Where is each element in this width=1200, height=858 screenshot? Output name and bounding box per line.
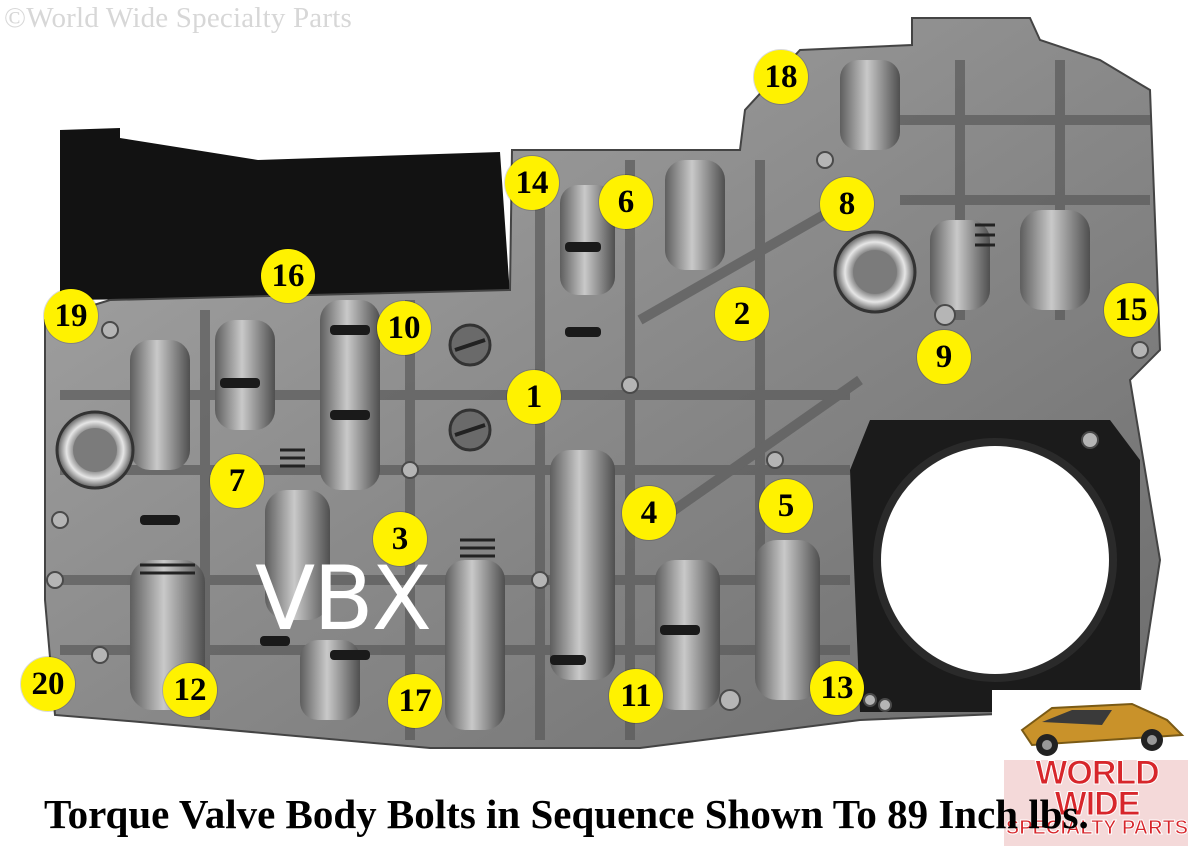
bolt-marker-14: 14	[505, 156, 559, 210]
bolt-marker-19: 19	[44, 289, 98, 343]
bolt-marker-20: 20	[21, 657, 75, 711]
retainer-slots	[140, 242, 700, 665]
bolt-marker-1: 1	[507, 370, 561, 424]
bolt-marker-9: 9	[917, 330, 971, 384]
bolt-marker-15: 15	[1104, 283, 1158, 337]
bolt-marker-13: 13	[810, 661, 864, 715]
copyright-watermark: ©World Wide Specialty Parts	[4, 2, 352, 34]
world-wide-logo	[992, 690, 1200, 853]
bolt-marker-17: 17	[388, 674, 442, 728]
bolt-marker-4: 4	[622, 486, 676, 540]
bolt-marker-2: 2	[715, 287, 769, 341]
bolt-marker-11: 11	[609, 669, 663, 723]
bolt-heads	[46, 151, 1149, 712]
bolt-marker-5: 5	[759, 479, 813, 533]
springs	[140, 223, 995, 575]
logo-text: WORLD WIDE SPECIALTY PARTS	[1004, 754, 1190, 840]
part-label: VBX	[255, 547, 432, 650]
logo-line-2: SPECIALTY PARTS	[1005, 817, 1189, 840]
bolt-marker-8: 8	[820, 177, 874, 231]
instruction-caption: Torque Valve Body Bolts in Sequence Show…	[44, 791, 1089, 837]
bolt-marker-12: 12	[163, 663, 217, 717]
bolt-marker-6: 6	[599, 175, 653, 229]
separator-plate	[60, 128, 510, 300]
bolt-marker-18: 18	[754, 50, 808, 104]
bolt-marker-10: 10	[377, 301, 431, 355]
adjuster-screws	[448, 323, 492, 452]
gasket-bore	[873, 438, 1117, 682]
bolt-marker-7: 7	[210, 454, 264, 508]
logo-line-1: WORLD WIDE	[1035, 754, 1160, 823]
bolt-marker-16: 16	[261, 249, 315, 303]
bolt-marker-3: 3	[373, 512, 427, 566]
